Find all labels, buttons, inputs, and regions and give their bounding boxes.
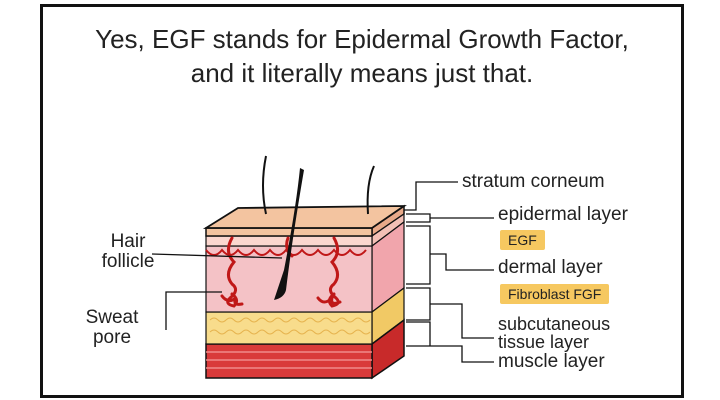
sweat-label-line-2: pore [92,327,132,348]
dermal-layer-label: dermal layer [498,257,603,278]
muscle-layer-band [205,343,373,379]
hairs [262,155,375,300]
muscle-fiber-lines [206,351,372,369]
top-face [202,205,407,229]
egf-tag: EGF [500,230,545,250]
title-line-2: and it literally means just that. [190,58,534,88]
stratum-corneum-band [205,227,373,237]
sweat-pore-label: Sweat pore [76,308,148,348]
page-title: Yes, EGF stands for Epidermal Growth Fac… [40,22,684,90]
hair-label-line-2: follicle [101,251,155,272]
callout-lines-left [151,253,283,330]
fat-cell-texture [209,317,371,335]
hair-left [262,155,267,215]
front-face [205,227,373,379]
blood-vessels [220,236,342,308]
epidermal-layer-label: epidermal layer [498,204,628,225]
hair-shaft-center [274,168,304,300]
subcutaneous-label-line-2: tissue layer [498,332,590,352]
hair-follicle-label: Hair follicle [92,232,164,272]
hair-right [366,165,375,215]
sweat-label-line-1: Sweat [85,307,139,328]
dermal-papillae [205,248,367,256]
hair-label-line-1: Hair [110,231,146,252]
subcutaneous-label-line-1: subcutaneous [498,314,611,334]
title-line-1: Yes, EGF stands for Epidermal Growth Fac… [95,24,629,54]
side-face [371,204,405,380]
subcutaneous-layer-band [205,311,373,345]
stratum-corneum-label: stratum corneum [462,171,605,192]
muscle-layer-label: muscle layer [498,351,605,372]
fibroblast-fgf-tag: Fibroblast FGF [500,284,610,304]
callout-lines-right [404,181,494,363]
